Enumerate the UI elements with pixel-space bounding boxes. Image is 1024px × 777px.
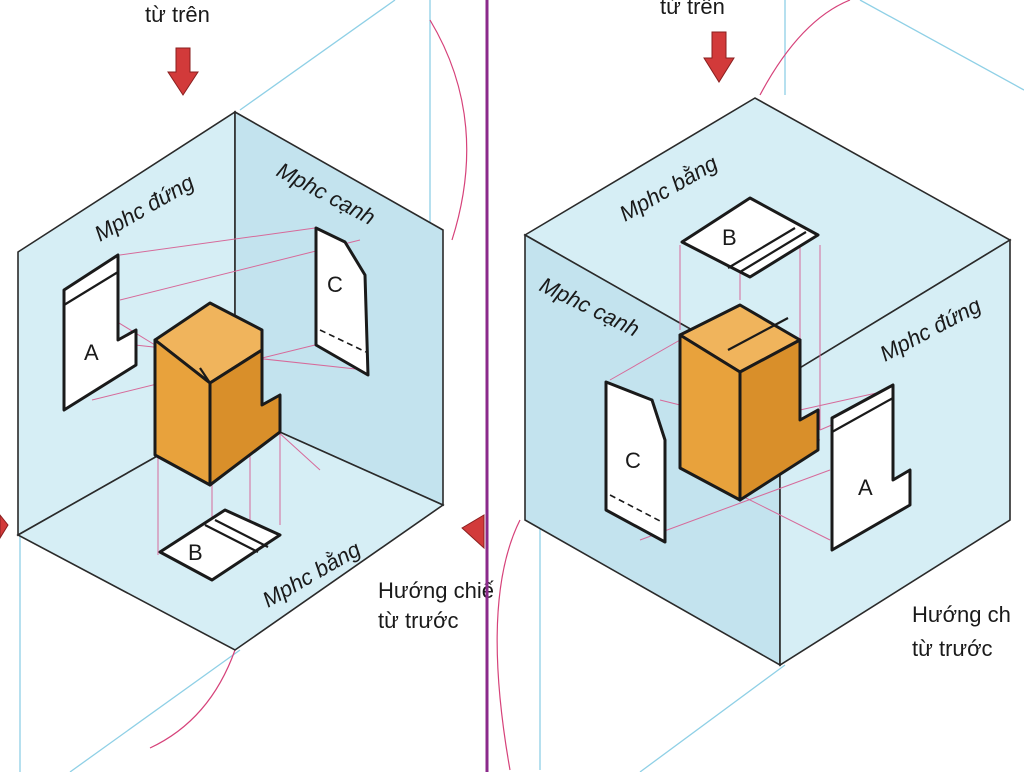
left-top-arrow-icon [167,47,199,96]
left-view-a: A [62,253,138,412]
left-guide-lines [19,0,431,773]
right-top-arrow-icon [703,31,735,83]
left-top-direction-text: từ trên [145,2,210,27]
left-hinge-arc-bottom [149,649,236,749]
right-front-direction-line1: Hướng ch [912,602,1011,627]
left-front-direction-line2: từ trước [378,608,459,633]
left-view-b: B [158,508,282,582]
left-edge-arrow-icon [0,514,9,539]
right-panel: B C A từ trên Mphc bằng Mphc cạnh Mphc đ… [496,0,1024,773]
left-side-arrow-icon [461,514,485,550]
right-view-b-label: B [722,225,737,250]
right-view-c: C [604,380,667,544]
right-solid-object [678,303,820,502]
left-hinge-arc-top [429,19,468,241]
right-top-direction-text: từ trên [660,0,725,19]
left-view-a-label: A [84,340,99,365]
right-view-a: A [830,383,912,552]
right-hinge-arc-bottom [496,519,521,771]
left-view-c-label: C [327,272,343,297]
right-view-b: B [680,196,820,279]
right-guide-lines [539,0,1024,773]
left-view-b-label: B [188,540,203,565]
left-front-direction-line1: Hướng chiế [378,578,494,603]
right-front-direction-line2: từ trước [912,636,993,661]
right-view-a-label: A [858,475,873,500]
left-solid-object [153,301,282,487]
left-panel: A C B từ trên Mphc đứng Mphc cạnh Mphc b… [0,0,494,773]
right-plane-front [779,238,1011,667]
right-view-c-label: C [625,448,641,473]
left-view-c: C [314,226,370,377]
right-hinge-arc-top [759,0,851,96]
